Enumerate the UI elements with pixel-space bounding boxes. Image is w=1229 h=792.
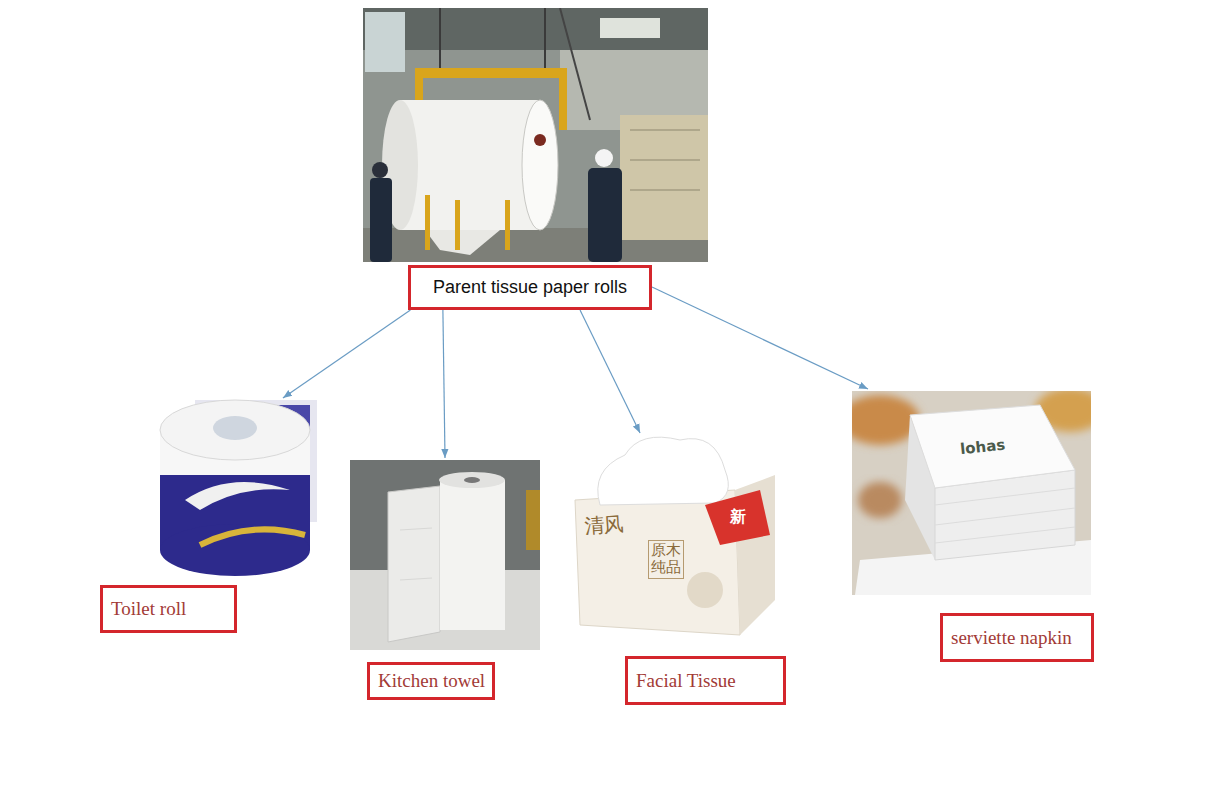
product-node: Kitchen towel: [350, 458, 540, 700]
facial-tissue-picture: [575, 437, 775, 635]
product-label: serviette napkin: [951, 627, 1083, 649]
flow-arrow: [443, 310, 445, 458]
source-box: Parent tissue paper rolls: [408, 265, 652, 310]
flow-arrow: [652, 287, 868, 389]
node-label: Parent tissue paper rolls: [433, 277, 627, 298]
label-box: serviette napkin: [940, 613, 1094, 662]
kitchen-towel-picture: [350, 460, 540, 650]
toilet-roll-picture: [160, 400, 317, 576]
brand-mark: 清风: [583, 511, 625, 541]
napkin-logo: lohas: [959, 436, 1006, 459]
factory-photo: [363, 8, 708, 262]
label-box: Facial Tissue: [625, 656, 786, 705]
product-node: serviette napkin: [852, 389, 1094, 662]
package-text: 原木纯品: [648, 540, 684, 579]
product-node: Toilet roll: [100, 398, 317, 633]
product-label: Kitchen towel: [378, 670, 484, 692]
product-label: Toilet roll: [111, 598, 226, 620]
label-box: Kitchen towel: [367, 662, 495, 700]
new-tag: 新: [730, 507, 746, 528]
napkin-picture: [852, 391, 1091, 595]
label-box: Toilet roll: [100, 585, 237, 633]
flow-arrow: [580, 310, 640, 433]
product-label: Facial Tissue: [636, 670, 775, 692]
flow-arrow: [283, 310, 411, 398]
